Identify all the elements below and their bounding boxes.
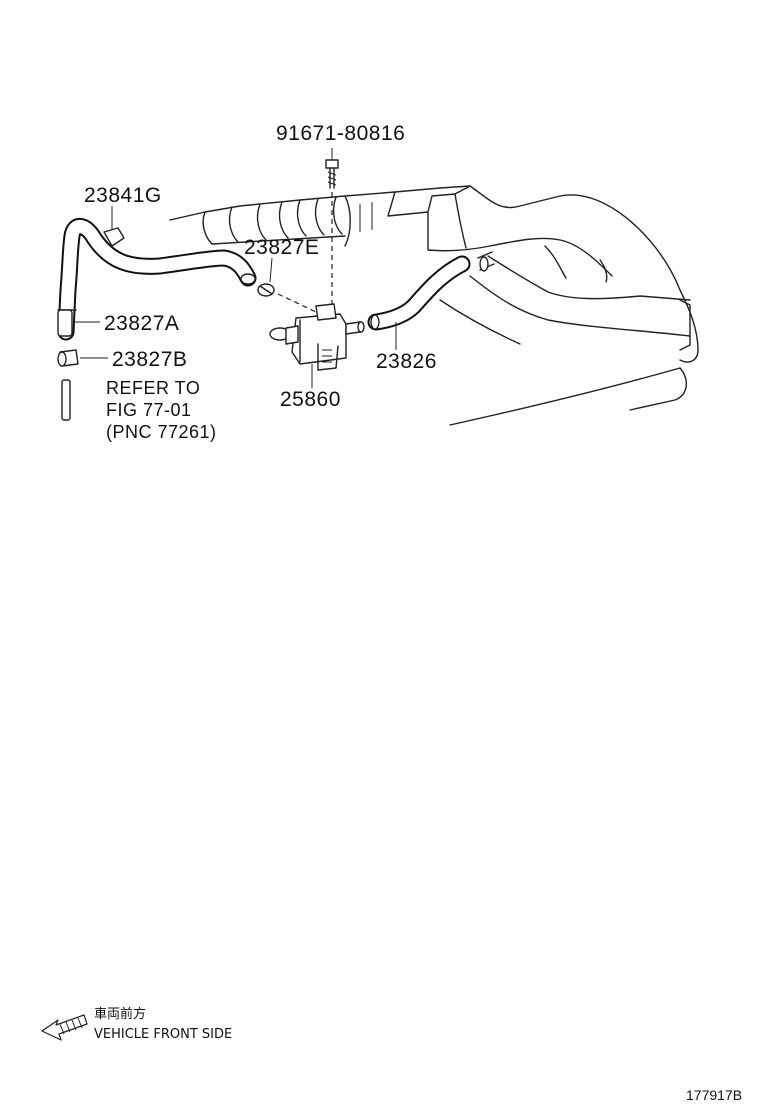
refer-line-1: REFER TO xyxy=(106,378,200,398)
intake-manifold-outline xyxy=(169,185,699,426)
vacuum-switching-valve xyxy=(269,303,365,371)
legend-hose-a-symbol xyxy=(57,309,73,337)
left-vacuum-hose xyxy=(57,218,257,341)
refer-line-2: FIG 77-01 xyxy=(106,400,192,420)
callout-clamp-g: 23841G xyxy=(84,184,162,207)
callout-clamp-b: 23827B xyxy=(112,348,187,371)
clamp-23827e xyxy=(257,283,275,297)
clamp-e-leader xyxy=(269,257,273,283)
refer-line-3: (PNC 77261) xyxy=(106,422,217,442)
diagram-id: 177917B xyxy=(686,1087,742,1103)
hose-23826 xyxy=(367,255,471,331)
callout-bolt: 91671-80816 xyxy=(276,122,405,145)
direction-english: VEHICLE FRONT SIDE xyxy=(94,1027,232,1042)
front-direction-arrow-icon xyxy=(41,1014,88,1041)
clamp-23841g xyxy=(103,227,125,247)
callout-valve: 25860 xyxy=(280,388,341,411)
direction-japanese: 車両前方 xyxy=(94,1006,146,1022)
bolt-part xyxy=(325,159,339,189)
callout-hose-a: 23827A xyxy=(104,312,179,335)
legend-refer-hose-symbol xyxy=(61,379,71,421)
callout-clamp-e: 23827E xyxy=(244,236,319,259)
clamp-e-dashed-leader xyxy=(277,293,317,313)
callout-hose: 23826 xyxy=(376,350,437,373)
legend-clamp-b-symbol xyxy=(57,349,79,367)
